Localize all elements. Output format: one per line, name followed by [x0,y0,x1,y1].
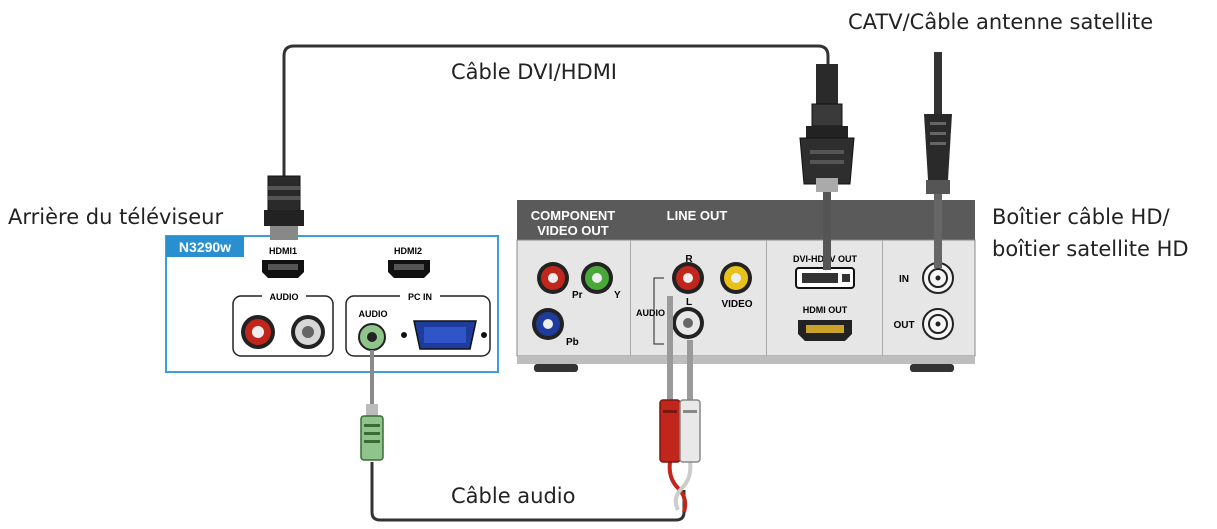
model-badge [166,236,244,257]
audio-cable-label: Câble audio [451,484,576,508]
hdmi2-label: HDMI2 [394,246,422,256]
component-label-2: VIDEO OUT [537,223,609,238]
pr-label: Pr [572,290,583,301]
box-foot-left [534,364,578,372]
tv-audio-white-jack[interactable] [291,315,325,349]
video-label: VIDEO [721,299,752,310]
catv-cable [934,52,942,114]
audio-bracket [653,277,664,345]
tv-audio-label: AUDIO [270,292,299,302]
y-label: Y [614,290,621,301]
hdmi1-port[interactable] [262,260,304,278]
hdmi-out-port[interactable] [798,320,852,341]
dvi-cable-label: Câble DVI/HDMI [451,60,618,84]
antenna-out-jack[interactable] [922,308,954,340]
audio-jack-plug [360,350,384,461]
component-label-1: COMPONENT [531,208,616,223]
tv-audio-red-jack[interactable] [241,315,275,349]
component-pr-jack[interactable] [537,262,569,294]
line-out-l-jack[interactable] [672,307,704,339]
rca-cable-tail [667,461,688,513]
r-label: R [685,254,693,265]
rca-plugs [659,296,701,463]
hd-box-panel: COMPONENT VIDEO OUT LINE OUT Pr Y Pb R L… [516,200,976,372]
dvi-out-port[interactable] [795,267,855,289]
tv-back-label: Arrière du téléviseur [8,205,224,229]
box-label-line2: boîtier satellite HD [992,237,1189,261]
component-y-jack[interactable] [581,262,613,294]
vga-port[interactable] [401,320,487,350]
box-foot-right [910,364,954,372]
hdmi2-port[interactable] [388,260,430,278]
pc-audio-jack[interactable] [358,323,386,351]
model-label: N3290w [179,239,231,255]
dvi-plug [799,64,855,270]
dvi-hdmi-cable [282,44,830,178]
line-out-r-jack[interactable] [672,262,704,294]
line-out-video-jack[interactable] [720,262,752,294]
l-label: L [686,297,692,308]
out-label: OUT [893,320,914,331]
rca-cable-tail-white [673,461,693,511]
line-out-label: LINE OUT [667,208,728,223]
component-pb-jack[interactable] [532,308,564,340]
pc-in-label: PC IN [408,292,432,302]
hdmi1-label: HDMI1 [269,246,297,256]
pb-label: Pb [566,337,579,348]
hdmi-plug [264,175,304,240]
line-audio-label: AUDIO [636,308,665,318]
in-label: IN [899,274,909,285]
tv-back-panel: N3290w HDMI1 HDMI2 AUDIO PC IN [165,235,499,373]
box-label-line1: Boîtier câble HD/ [992,205,1170,229]
f-connector-plug [924,114,952,268]
catv-label: CATV/Câble antenne satellite [848,10,1154,34]
pc-audio-label: AUDIO [359,309,388,319]
audio-cable [370,462,686,522]
hdmi-out-label: HDMI OUT [803,305,848,315]
